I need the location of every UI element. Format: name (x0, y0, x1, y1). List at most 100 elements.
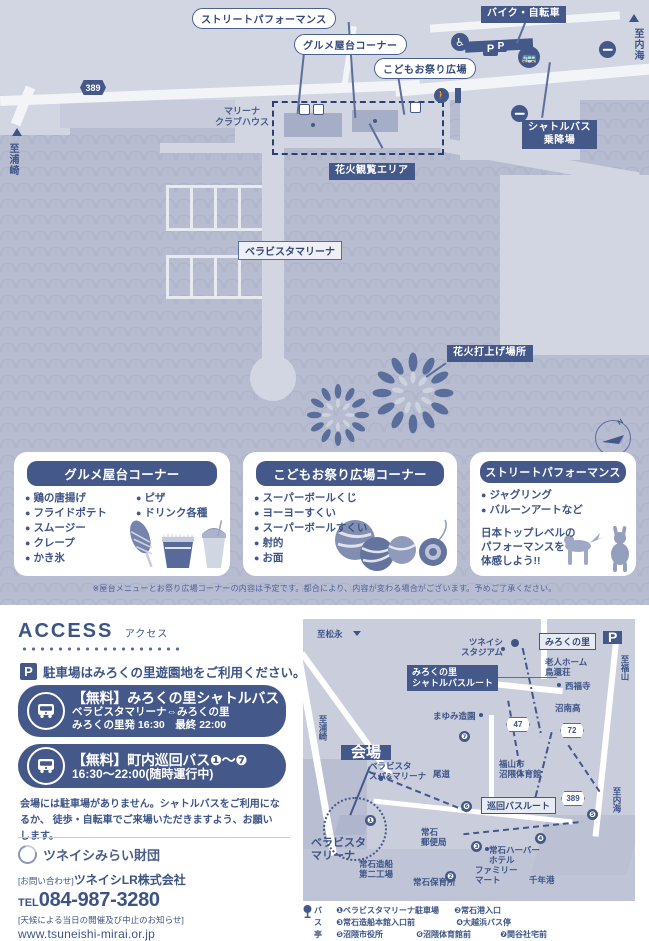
card-title-street: ストリートパフォーマンス (479, 461, 627, 483)
bmarina-l1: ベラビスタ (311, 837, 366, 849)
amap-label-harbor-hotel: 常石ハーバー ホテル (489, 845, 540, 865)
amap-label-onomichi: 尾道 (433, 769, 451, 779)
card-street-performance: ストリートパフォーマンス ジャグリング バルーンアートなど 日本トップレベルの … (470, 452, 636, 576)
parking-letter-access: P (24, 664, 33, 679)
organization-row: ツネイシみらい財団 (14, 841, 298, 868)
no-entry-icon-1 (599, 41, 616, 58)
stadium-l2: スタジアム (461, 647, 503, 657)
amap-spa-dot (379, 777, 383, 781)
amap-loop-route-label: 巡回バスルート (481, 797, 557, 814)
callout-street-performance: ストリートパフォーマンス (192, 8, 336, 29)
amap-label-to-fukuyama: 至福山 (620, 655, 630, 681)
footer-block: ツネイシみらい財団 [お問い合わせ]ツネイシLR株式会社 TEL084-987-… (14, 837, 298, 941)
land-marina-strip (235, 88, 450, 148)
shuttle-line-2: 乗降場 (543, 134, 576, 146)
loop-bus-text: 【無料】町内巡回バス❶〜❼ 16:30〜22:00(随時運行中) (72, 752, 247, 781)
loop-bus-line2: 16:30〜22:00(随時運行中) (72, 766, 214, 781)
footer-divider (18, 837, 290, 838)
list-item: ヨーヨーすくい (254, 506, 457, 521)
gym-l2: 沼隈体育館 (499, 769, 542, 779)
bus-stop-7: ❼ (459, 731, 470, 742)
street-note: 日本トップレベルの パフォーマンスを 体感しよう!! (470, 518, 636, 568)
telephone-row[interactable]: TEL084-987-3280 (18, 889, 298, 912)
amap-label-post-office: 常石 郵便局 (421, 827, 447, 847)
nursing-l1: 老人ホーム (545, 657, 588, 667)
amap-mayumi-dot (479, 713, 483, 717)
tsuneishi-logo-icon (14, 841, 41, 868)
callout-shuttle-bus-stop: シャトルバス 乗降場 (522, 120, 597, 149)
gourmet-items-col2: ピザ ドリンク各種 (125, 486, 207, 566)
stadium-l1: ツネイシ (468, 637, 503, 647)
list-item: スーパーボールくじ (254, 491, 457, 506)
post-l2: 郵便局 (421, 837, 447, 847)
amap-label-nursery: 常石保育所 (413, 877, 456, 887)
shuttle-route-l2: シャトルバスルート (412, 678, 494, 688)
label-to-urasaki: 至浦崎 (7, 143, 18, 176)
arrow-to-uchinoumi (629, 14, 639, 22)
event-map-section: 389 P 🚶 ♿ P 🚌 ストリートパフォーマンス グルメ屋台コーナー こども… (0, 0, 649, 605)
list-item: ピザ (136, 491, 207, 506)
access-dot-underline (20, 647, 180, 651)
corndog-fries-shavedice-art (130, 520, 226, 568)
amap-label-mirokunosato: みろくの里 (539, 633, 597, 650)
parking-note-text: 駐車場はみろくの里遊園地をご利用ください。 (43, 666, 306, 680)
legend-item: ❶ベラビスタマリーナ駐車場 (336, 906, 440, 915)
legend-item: ❺沼隈市役所 (336, 930, 384, 939)
viewing-dot-2 (373, 119, 377, 123)
bus-icon-map: 🚌 (518, 46, 540, 68)
card-title-gourmet: グルメ屋台コーナー (26, 461, 218, 486)
hh-l1: 常石ハーバー (489, 845, 540, 855)
bmarina-l2: マリーナ (311, 850, 355, 862)
list-item: フライドポテト (25, 506, 107, 521)
parking-letter-2: P (486, 42, 495, 55)
label-bellavista-marina: ベラビスタマリーナ (238, 241, 342, 260)
amap-shuttle-route-label: みろくの里 シャトルバスルート (407, 665, 499, 691)
amap-label-nursing-home: 老人ホーム 鳥還荘 (545, 657, 587, 677)
compass-rose: N (595, 418, 631, 456)
callout-kids-festival: こどもお祭り広場 (374, 58, 476, 79)
access-notice: 会場には駐車場がありません。シャトルバスをご利用になるか、 徒歩・自転車でご来場… (20, 797, 282, 845)
callout-gourmet-stalls: グルメ屋台コーナー (294, 34, 407, 55)
harbor-wall-right2 (500, 175, 649, 355)
fm-l2: マート (475, 875, 501, 885)
amap-label-to-urasaki: 至浦崎 (318, 715, 328, 741)
organization-name: ツネイシみらい財団 (43, 848, 161, 863)
street-items: ジャグリング バルーンアートなど (470, 483, 636, 518)
cards-disclaimer: ※屋台メニューとお祭り広場コーナーの内容は予定です。都合により、内容が変わる場合… (92, 584, 557, 593)
access-map-legend: バス亭 ❶ベラビスタマリーナ駐車場 ❷常石港入口 ❸常石造船本館入口前 ❹大越浜… (303, 905, 643, 941)
list-item: かき氷 (25, 551, 107, 566)
amap-label-fukuyama-numa-gym: 福山市 沼隈体育館 (499, 759, 542, 779)
no-entry-icon-2 (511, 105, 528, 122)
list-item: 射的 (254, 536, 457, 551)
hh-l2: ホテル (489, 855, 515, 865)
website-url[interactable]: www.tsuneishi-mirai.or.jp (18, 927, 156, 941)
amap-label-family-mart: ファミリー マート (475, 865, 518, 885)
card-title-kids: こどもお祭り広場コーナー (255, 461, 445, 486)
spa-l2: スパ&マリーナ (369, 771, 427, 781)
bus-stop-2: ❷ (445, 871, 456, 882)
two-way-arrow-icon (455, 88, 461, 103)
bus-stop-4: ❹ (535, 833, 546, 844)
tel-number[interactable]: 084-987-3280 (38, 889, 160, 911)
amap-label-saifukuji: 西福寺 (565, 681, 591, 691)
amap-harbor-dot (485, 847, 489, 851)
firework-burst-large (372, 352, 454, 434)
street-note-line-3: 体感しよう!! (481, 555, 541, 567)
land-pier-head (250, 355, 296, 401)
access-notice-line2: 徒歩・自転車でご来場いただきますよう、お願いします。 (20, 815, 273, 842)
street-note-line-2: パフォーマンスを (481, 541, 565, 553)
list-item: ドリンク各種 (136, 506, 207, 521)
legend-item: ❻沼隈体育館前 (416, 930, 472, 939)
amap-road-connector (489, 715, 494, 805)
firework-burst-small (306, 383, 370, 447)
contact-company: ツネイシLR株式会社 (73, 873, 186, 887)
list-item: クレープ (25, 536, 107, 551)
dock-fingers-2 (190, 185, 193, 231)
access-header: ACCESS アクセス (18, 620, 180, 655)
nursing-l2: 鳥還荘 (545, 667, 571, 677)
legend-item: ❸常石造船本館入口前 (336, 918, 416, 927)
callout-fireworks-launch: 花火打上げ場所 (447, 345, 533, 362)
amap-venue-label: 会場 (341, 745, 392, 760)
post-l1: 常石 (421, 827, 439, 837)
